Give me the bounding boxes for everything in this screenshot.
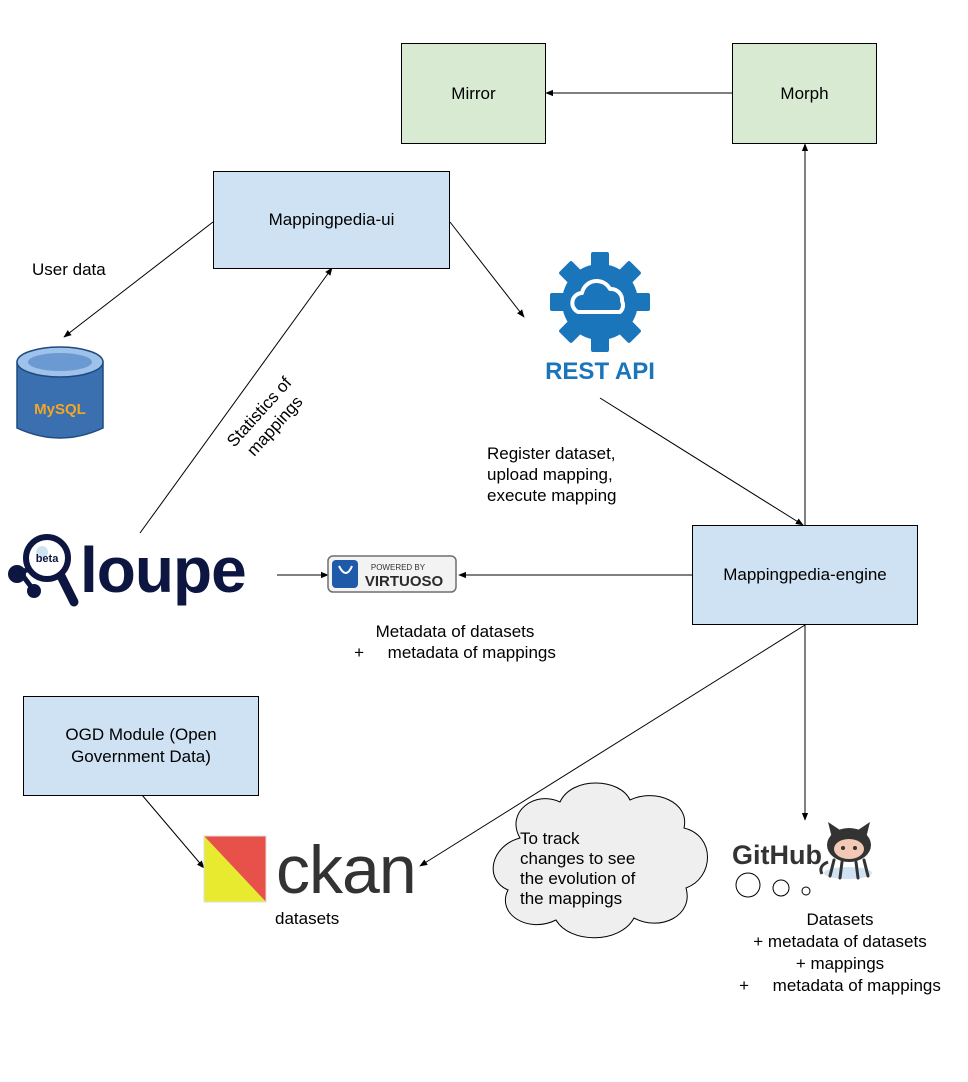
github-contents-label: Datasets + metadata of datasets + mappin…: [722, 909, 958, 997]
ckan-logo-icon: [203, 835, 267, 903]
cloud-text-line-3: the evolution of: [520, 869, 636, 888]
loupe-beta-badge: beta: [36, 553, 60, 565]
github-contents-line-1: Datasets: [806, 910, 874, 929]
user-data-label: User data: [32, 260, 106, 279]
cloud-text-line-2: changes to see: [520, 849, 636, 868]
github-contents-line-3: + mappings: [795, 954, 885, 973]
morph-label: Morph: [780, 83, 829, 103]
arrow-loupe-to-ui: [139, 267, 333, 534]
virtuoso-powered-by-text: POWERED BY: [371, 563, 426, 572]
virtuoso-metadata-line-1: Metadata of datasets: [375, 622, 535, 641]
ckan-logo-text: ckan: [276, 832, 416, 908]
virtuoso-metadata-line-2: + metadata of mappings: [354, 643, 556, 662]
rest-api-logo-text: REST API: [545, 358, 655, 385]
arrow-ui-to-rest: [449, 221, 525, 318]
mappingpedia-ui-box: Mappingpedia-ui: [213, 171, 450, 269]
register-label-line-3: execute mapping: [487, 486, 617, 505]
arrow-ogd-to-ckan: [141, 794, 205, 869]
loupe-logo-text: loupe: [80, 534, 246, 606]
arrow-ui-to-mysql: [63, 221, 214, 338]
github-contents-line-4: + metadata of mappings: [739, 976, 941, 995]
rest-api-gear-icon: [550, 252, 650, 352]
mysql-logo-text: MySQL: [34, 401, 86, 418]
mysql-icon: MySQL: [16, 346, 104, 439]
mappingpedia-engine-label: Mappingpedia-engine: [723, 565, 887, 584]
register-label-line-1: Register dataset,: [487, 444, 616, 463]
mirror-box: Mirror: [401, 43, 546, 144]
virtuoso-badge-icon: POWERED BY VIRTUOSO: [327, 555, 457, 593]
mappingpedia-engine-box: Mappingpedia-engine: [692, 525, 918, 625]
loupe-magnifier-icon: beta: [8, 534, 79, 607]
register-dataset-label: Register dataset, upload mapping, execut…: [487, 443, 616, 506]
register-label-line-2: upload mapping,: [487, 465, 613, 484]
ckan-datasets-label: datasets: [275, 909, 340, 928]
ogd-module-label: OGD Module (Open Government Data): [65, 725, 217, 766]
virtuoso-name-text: VIRTUOSO: [365, 573, 444, 590]
mappingpedia-ui-label: Mappingpedia-ui: [268, 210, 395, 229]
github-logo-text: GitHub: [732, 840, 822, 870]
cloud-text-line-4: the mappings: [520, 889, 623, 908]
cloud-text: To track changes to see the evolution of…: [520, 829, 680, 909]
arrow-rest-to-engine: [599, 397, 804, 526]
github-contents-line-2: + metadata of datasets: [753, 932, 927, 951]
cloud-text-line-1: To track: [520, 829, 580, 848]
arrow-engine-to-ckan: [419, 624, 806, 867]
github-octocat-icon: [819, 822, 872, 880]
virtuoso-metadata-label: Metadata of datasets + metadata of mappi…: [325, 621, 585, 663]
ogd-module-box: OGD Module (Open Government Data): [23, 696, 259, 796]
mirror-label: Mirror: [451, 83, 496, 103]
morph-box: Morph: [732, 43, 877, 144]
thought-cloud: [492, 782, 811, 939]
